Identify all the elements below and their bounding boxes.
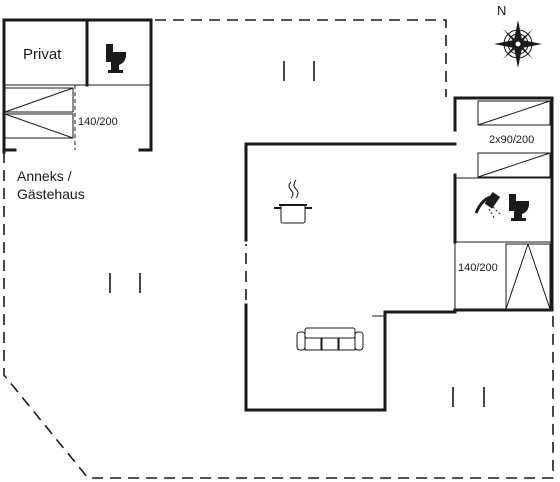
bed-icon xyxy=(477,100,551,178)
annex-label-line2: Gästehaus xyxy=(17,186,85,202)
bed-icon xyxy=(4,87,74,139)
door-ticks xyxy=(109,61,485,407)
outer-dashed-outline xyxy=(3,19,554,479)
compass-north-letter: N xyxy=(497,3,506,18)
bed-size-label: 2x90/200 xyxy=(489,134,534,146)
toilet-icon xyxy=(106,44,127,73)
bed-icon xyxy=(505,243,551,310)
shower-icon xyxy=(474,191,502,220)
bed-size-label: 140/200 xyxy=(458,262,498,274)
room-label-privat: Privat xyxy=(23,46,62,63)
sofa-icon xyxy=(296,327,364,351)
main-house-walls xyxy=(244,96,554,412)
cooking-pot-icon xyxy=(274,179,312,224)
annex-walls xyxy=(2,18,153,154)
annex-label-line1: Anneks / xyxy=(17,168,72,184)
toilet-icon xyxy=(509,194,530,221)
compass-rose-icon xyxy=(494,20,542,68)
bed-size-label: 140/200 xyxy=(78,116,118,128)
